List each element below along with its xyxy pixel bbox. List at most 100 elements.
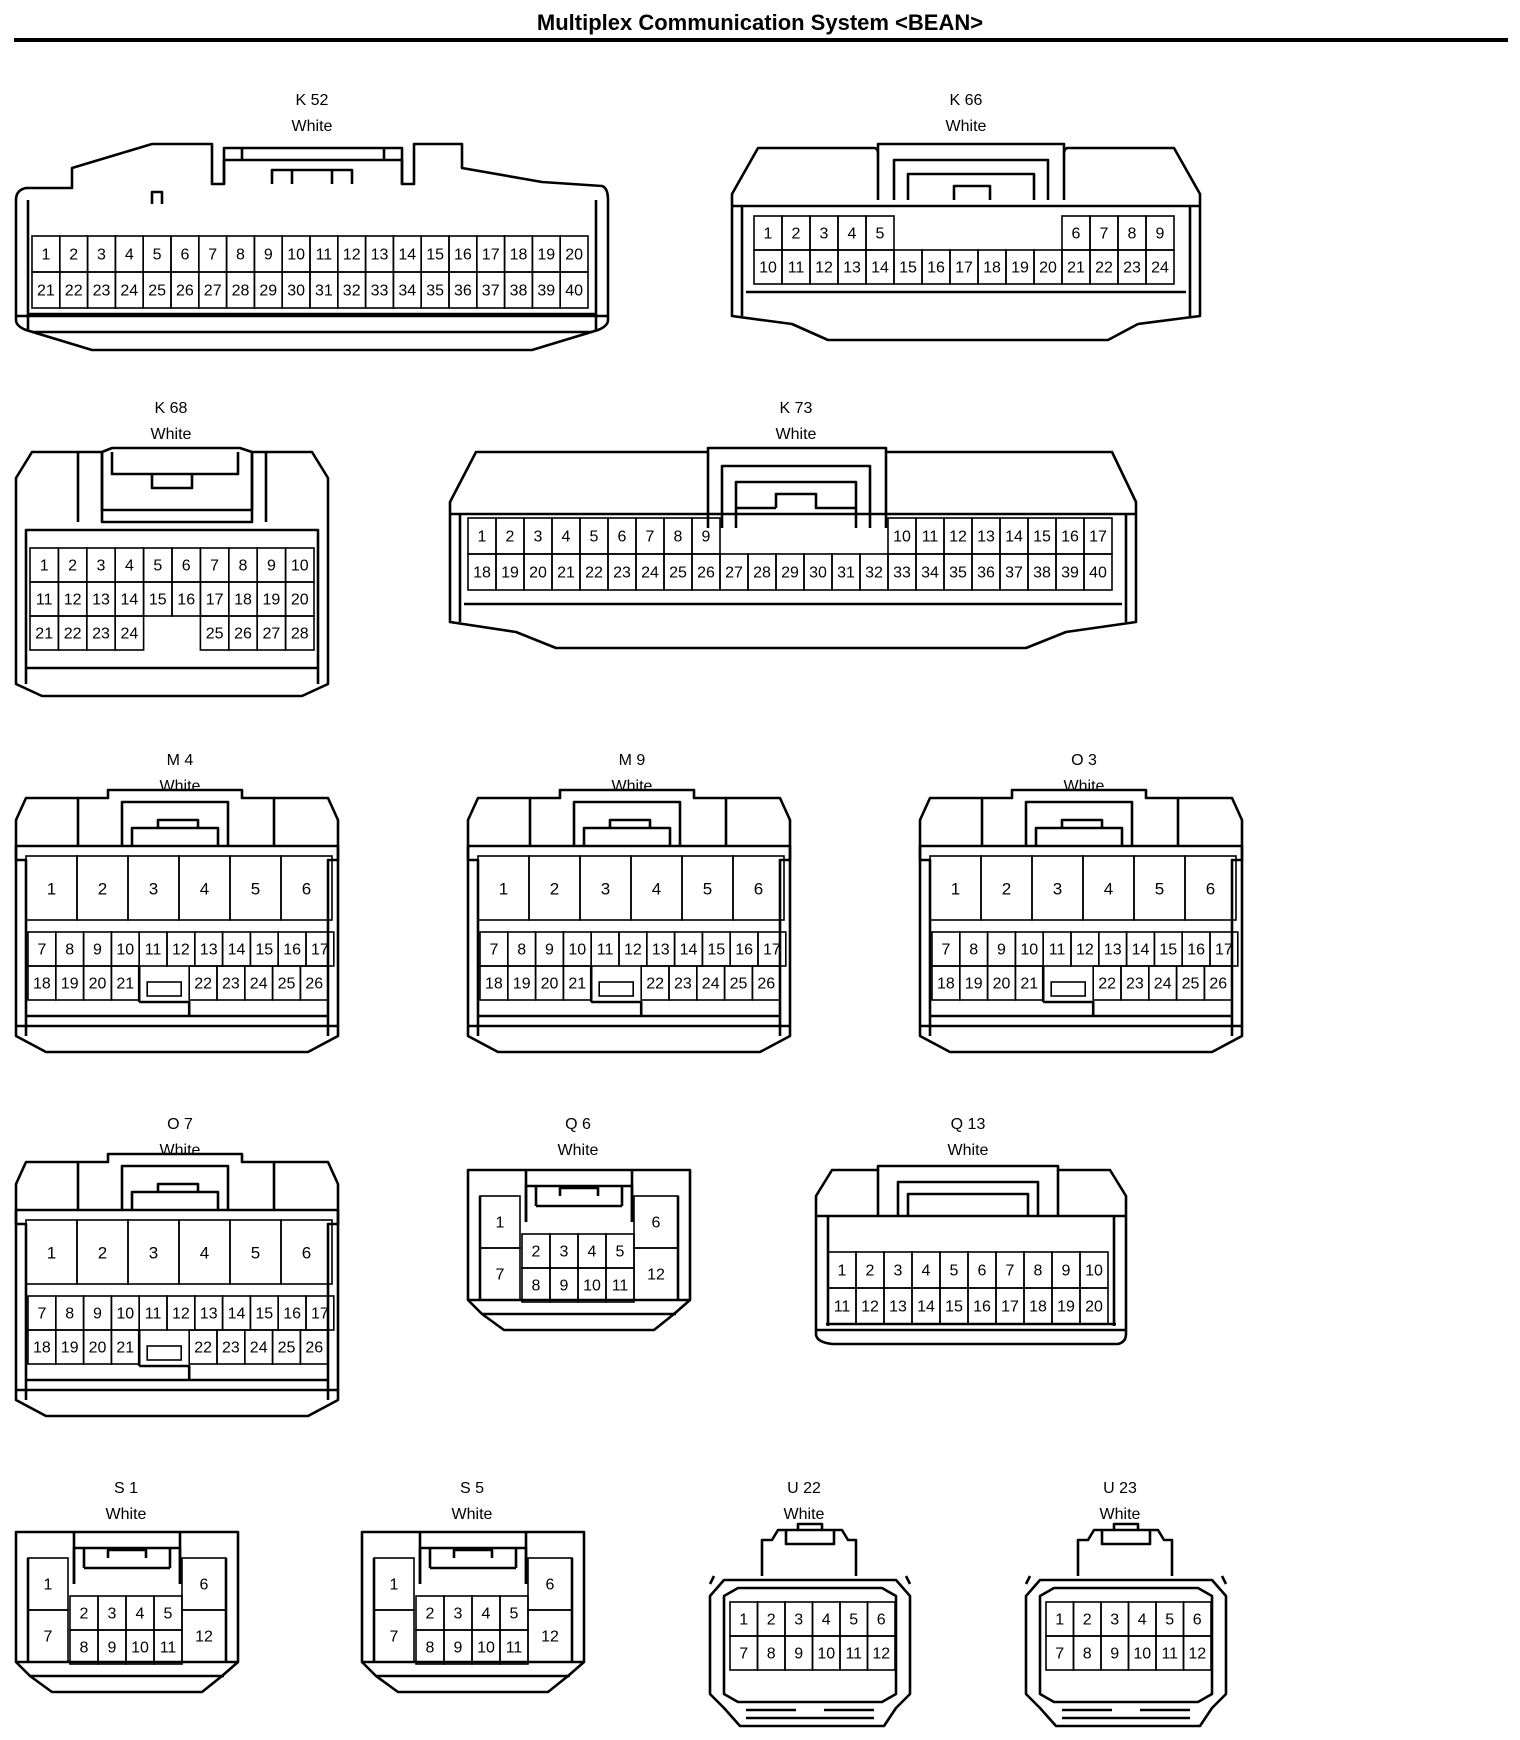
pin-number: 14 bbox=[1005, 529, 1023, 546]
pin-number: 11 bbox=[834, 1299, 851, 1316]
pin-number: 26 bbox=[757, 976, 775, 993]
connector-color-u23: White bbox=[1099, 1506, 1141, 1523]
pin-number: 14 bbox=[1132, 942, 1150, 959]
pin-number: 18 bbox=[1029, 1299, 1047, 1316]
pin-number: 27 bbox=[263, 626, 281, 643]
pin-number: 5 bbox=[590, 529, 599, 546]
pin-number: 9 bbox=[1062, 1263, 1071, 1280]
pin-number: 7 bbox=[1055, 1646, 1064, 1663]
pin-number: 7 bbox=[37, 1306, 46, 1323]
pin-number: 16 bbox=[973, 1299, 991, 1316]
pin-number: 14 bbox=[680, 942, 698, 959]
pin-number: 17 bbox=[955, 260, 973, 277]
pin-number: 13 bbox=[371, 247, 389, 264]
pin-number: 12 bbox=[872, 1646, 890, 1663]
pin-number: 10 bbox=[583, 1278, 601, 1295]
pin-number: 3 bbox=[894, 1263, 903, 1280]
pin-number: 24 bbox=[250, 1340, 268, 1357]
pin-number: 8 bbox=[1128, 226, 1137, 243]
pin-number: 3 bbox=[108, 1606, 117, 1623]
pin-number: 21 bbox=[1067, 260, 1085, 277]
pin-number: 2 bbox=[866, 1263, 875, 1280]
pin-number: 11 bbox=[612, 1278, 629, 1295]
pin-cell: 24 bbox=[1145, 249, 1175, 285]
pin-number: 9 bbox=[1110, 1646, 1119, 1663]
pin-number: 6 bbox=[546, 1577, 555, 1594]
pin-number: 5 bbox=[164, 1606, 173, 1623]
pin-number: 12 bbox=[1076, 942, 1094, 959]
pin-number: 3 bbox=[560, 1244, 569, 1261]
pin-number: 31 bbox=[837, 565, 855, 582]
connector-label-o3: O 3 bbox=[1071, 752, 1097, 769]
pin-cell: 11 bbox=[153, 1629, 183, 1665]
pin-number: 25 bbox=[278, 1340, 296, 1357]
pin-number: 20 bbox=[1039, 260, 1057, 277]
connector-label-k68: K 68 bbox=[154, 400, 188, 417]
pin-number: 15 bbox=[255, 942, 273, 959]
pin-number: 6 bbox=[978, 1263, 987, 1280]
pin-number: 18 bbox=[473, 565, 491, 582]
pin-number: 26 bbox=[1209, 976, 1227, 993]
pin-number: 12 bbox=[541, 1629, 559, 1646]
pin-number: 3 bbox=[534, 529, 543, 546]
pin-number: 4 bbox=[922, 1263, 931, 1280]
pin-number: 4 bbox=[588, 1244, 597, 1261]
pin-number: 16 bbox=[283, 942, 301, 959]
connector-label-s5: S 5 bbox=[459, 1480, 484, 1497]
pin-number: 26 bbox=[305, 976, 323, 993]
pin-cell: 12 bbox=[1182, 1635, 1212, 1671]
pin-number: 8 bbox=[239, 558, 248, 575]
connector-label-m9: M 9 bbox=[618, 752, 646, 769]
connector-label-u23: U 23 bbox=[1103, 1480, 1137, 1497]
pin-number: 2 bbox=[80, 1606, 89, 1623]
pin-number: 2 bbox=[532, 1244, 541, 1261]
pin-number: 7 bbox=[739, 1646, 748, 1663]
pin-number: 11 bbox=[845, 1646, 862, 1663]
pin-number: 2 bbox=[69, 247, 78, 264]
pin-number: 19 bbox=[61, 1340, 79, 1357]
pin-number: 26 bbox=[697, 565, 715, 582]
pin-number: 20 bbox=[529, 565, 547, 582]
pin-number: 19 bbox=[501, 565, 519, 582]
pin-number: 8 bbox=[65, 1306, 74, 1323]
pin-number: 3 bbox=[454, 1606, 463, 1623]
pin-number: 24 bbox=[120, 283, 138, 300]
pin-number: 8 bbox=[426, 1640, 435, 1657]
pin-cell: 6 bbox=[280, 855, 333, 921]
pin-number: 11 bbox=[316, 247, 333, 264]
pin-number: 24 bbox=[1154, 976, 1172, 993]
pin-number: 9 bbox=[93, 1306, 102, 1323]
pin-number: 5 bbox=[876, 226, 885, 243]
pin-number: 30 bbox=[809, 565, 827, 582]
pin-number: 33 bbox=[893, 565, 911, 582]
pin-number: 19 bbox=[1011, 260, 1029, 277]
pin-number: 25 bbox=[1182, 976, 1200, 993]
pin-number: 22 bbox=[1098, 976, 1116, 993]
pin-number: 33 bbox=[371, 283, 389, 300]
pin-number: 15 bbox=[899, 260, 917, 277]
pin-number: 34 bbox=[921, 565, 939, 582]
pin-number: 5 bbox=[1165, 1612, 1174, 1629]
pin-number: 24 bbox=[250, 976, 268, 993]
pin-number: 12 bbox=[861, 1299, 879, 1316]
pin-number: 28 bbox=[291, 626, 309, 643]
pin-number: 14 bbox=[228, 1306, 246, 1323]
pin-number: 16 bbox=[927, 260, 945, 277]
pin-number: 3 bbox=[820, 226, 829, 243]
pin-number: 14 bbox=[917, 1299, 935, 1316]
pin-number: 21 bbox=[1020, 976, 1038, 993]
pin-number: 20 bbox=[541, 976, 559, 993]
pin-cell: 24 bbox=[114, 615, 145, 651]
pin-number: 7 bbox=[1006, 1263, 1015, 1280]
pin-number: 1 bbox=[951, 880, 960, 899]
pin-number: 13 bbox=[652, 942, 670, 959]
pin-number: 25 bbox=[278, 976, 296, 993]
pin-number: 8 bbox=[674, 529, 683, 546]
pin-number: 1 bbox=[496, 1215, 505, 1232]
pin-number: 5 bbox=[950, 1263, 959, 1280]
